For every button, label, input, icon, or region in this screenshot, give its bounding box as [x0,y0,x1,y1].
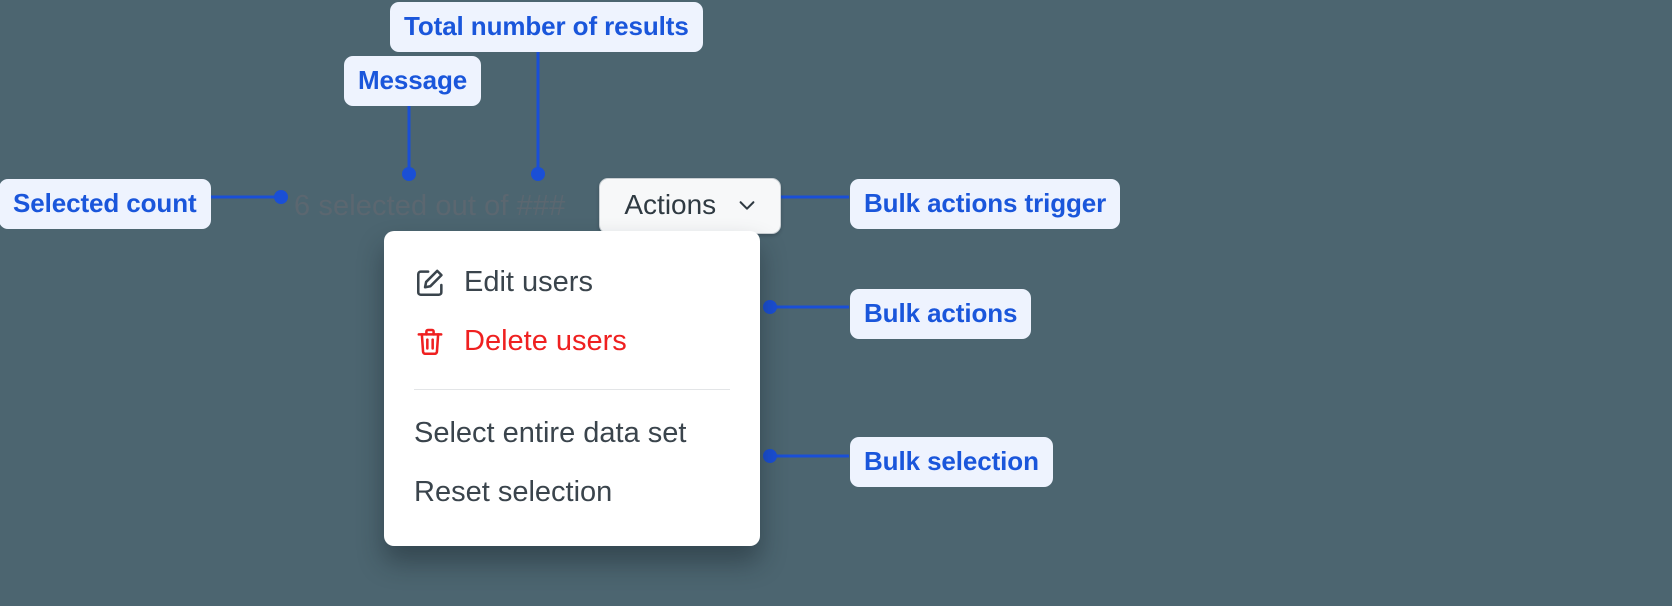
menu-item-edit-users[interactable]: Edit users [384,253,760,312]
bulk-actions-trigger-label: Actions [624,189,717,220]
chevron-down-icon [736,194,758,216]
annotation-bulk-selection: Bulk selection [850,437,1053,487]
annotation-selected-count: Selected count [0,179,211,229]
annotation-message: Message [344,56,482,106]
menu-item-label: Reset selection [414,476,613,508]
menu-item-delete-users[interactable]: Delete users [384,312,760,371]
menu-item-reset-selection[interactable]: Reset selection [384,463,760,522]
annotation-bulk-actions: Bulk actions [850,289,1032,339]
menu-item-select-entire-data-set[interactable]: Select entire data set [384,404,760,463]
menu-divider [414,389,730,390]
menu-item-label: Delete users [464,325,627,357]
menu-item-label: Edit users [464,266,593,298]
annotation-bulk-actions-trigger: Bulk actions trigger [850,179,1121,229]
selection-count-message: 6 selected out of ### [294,189,566,222]
bulk-actions-trigger-button[interactable]: Actions [599,178,782,234]
bulk-selection-bar: 6 selected out of ### Actions [294,178,782,234]
bulk-actions-dropdown-menu[interactable]: Edit users Delete users Select entire da… [384,231,760,546]
pencil-square-icon [414,267,446,299]
annotation-total-number-of-results: Total number of results [390,2,703,52]
menu-item-label: Select entire data set [414,417,687,449]
trash-icon [414,326,446,358]
